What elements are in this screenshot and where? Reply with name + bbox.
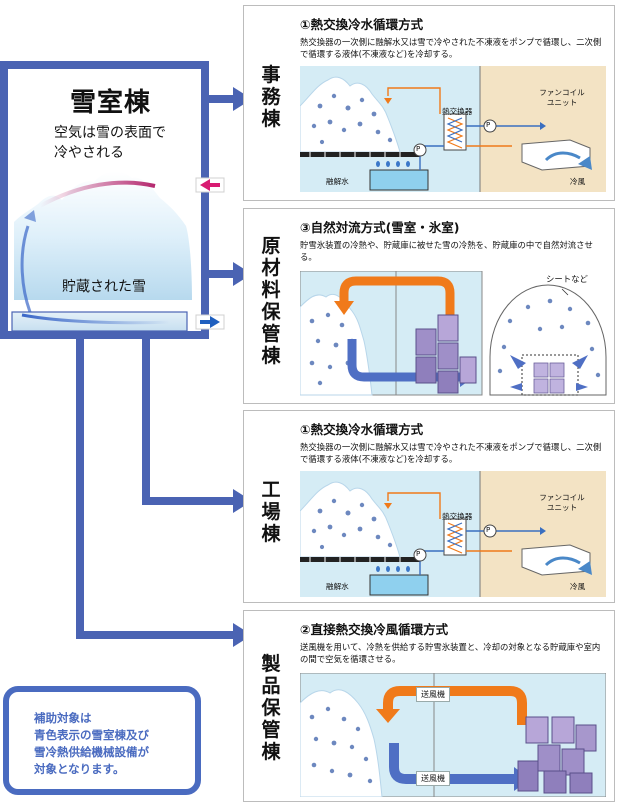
- blower-label-bottom: 送風機: [416, 771, 450, 786]
- exchanger-label: 熱交換器: [442, 107, 473, 116]
- side-char: 製: [261, 653, 281, 675]
- note-line-4: 対象となります。: [34, 762, 125, 776]
- panel-description: 貯雪氷装置の冷熱や、貯蔵庫に被せた雪の冷熱を、貯蔵庫の中で自然対流させる。: [300, 240, 593, 262]
- side-char: 保: [261, 301, 281, 323]
- blower-label-top: 送風機: [416, 687, 450, 702]
- fancoil-line-1: ファンコイル: [539, 88, 585, 97]
- pump-label: P: [486, 526, 491, 534]
- side-char: 原: [261, 235, 281, 257]
- natural-convection-illustration: シートなど: [299, 270, 610, 399]
- cold-air-label: 冷風: [570, 582, 586, 591]
- natural-convection-svg: [299, 270, 607, 396]
- side-char: 場: [261, 501, 281, 523]
- note-line-2: 青色表示の雪室棟及び: [34, 728, 149, 742]
- panel-description: 熱交換器の一次側に融解水又は雪で冷やされた不凍液をポンプで循環し、二次側で循環す…: [300, 37, 602, 59]
- heat-exchange-illustration: 熱交換器 ファンコイル ユニット P P 融解水 冷風: [299, 471, 606, 597]
- side-char: 品: [261, 675, 281, 697]
- side-char: 事: [261, 64, 281, 86]
- panel-side-label: 事 務 棟: [260, 64, 282, 130]
- panel-product-storage: 製 品 保 管 棟 ②直接熱交換冷風循環方式 送風機を用いて、冷熱を供給する貯雪…: [243, 610, 615, 802]
- side-char: 棟: [261, 108, 281, 130]
- cold-air-label: 冷風: [570, 177, 586, 186]
- side-char: 材: [261, 257, 281, 279]
- fancoil-line-2: ユニット: [546, 503, 578, 512]
- side-char: 管: [261, 719, 281, 741]
- fancoil-label: ファンコイル ユニット: [532, 88, 592, 108]
- side-char: 棟: [261, 523, 281, 545]
- note-line-3: 雪冷熱供給機械設備が: [34, 745, 149, 759]
- note-line-1: 補助対象は: [34, 711, 92, 725]
- distribution-pipes: [76, 87, 252, 647]
- panel-title: ③自然対流方式(雪室・氷室): [300, 220, 460, 235]
- fancoil-line-2: ユニット: [546, 98, 578, 107]
- fancoil-line-1: ファンコイル: [539, 493, 585, 502]
- direct-air-svg: [299, 672, 607, 798]
- stored-snow-label: 貯蔵された雪: [62, 279, 146, 295]
- yukimuro-desc-1: 空気は雪の表面で: [54, 125, 166, 141]
- yukimuro-desc-2: 冷やされる: [54, 145, 124, 161]
- panel-side-label: 製 品 保 管 棟: [260, 653, 282, 763]
- side-char: 工: [261, 479, 281, 501]
- panel-factory: 工 場 棟 ①熱交換冷水循環方式 熱交換器の一次側に融解水又は雪で冷やされた不凍…: [243, 410, 615, 603]
- fancoil-label: ファンコイル ユニット: [532, 493, 592, 513]
- note-box: [3, 686, 201, 795]
- melt-water-label: 融解水: [326, 582, 349, 591]
- pump-label: P: [486, 121, 491, 129]
- panel-side-label: 原 材 料 保 管 棟: [260, 235, 282, 367]
- panel-side-label: 工 場 棟: [260, 479, 282, 545]
- panel-title: ②直接熱交換冷風循環方式: [300, 622, 449, 637]
- panel-description: 送風機を用いて、冷熱を供給する貯雪氷装置と、冷却の対象となる貯蔵庫や室内の間で空…: [300, 642, 601, 664]
- side-char: 務: [261, 86, 281, 108]
- note-text: 補助対象は 青色表示の雪室棟及び 雪冷熱供給機械設備が 対象となります。: [34, 710, 149, 778]
- panel-title: ①熱交換冷水循環方式: [300, 17, 424, 32]
- side-char: 棟: [261, 741, 281, 763]
- pump-label: P: [416, 550, 421, 558]
- heat-exchange-svg: [299, 471, 606, 597]
- heat-exchange-svg: [299, 66, 606, 192]
- melt-water-label: 融解水: [326, 177, 349, 186]
- panel-description: 熱交換器の一次側に融解水又は雪で冷やされた不凍液をポンプで循環し、二次側で循環す…: [300, 442, 602, 464]
- heat-exchange-illustration: 熱交換器 ファンコイル ユニット P P 融解水 冷風: [299, 66, 606, 192]
- side-char: 管: [261, 323, 281, 345]
- yukimuro-building: [0, 61, 225, 339]
- panel-office: 事 務 棟 ①熱交換冷水循環方式 熱交換器の一次側に融解水又は雪で冷やされた不凍…: [243, 5, 615, 201]
- exchanger-label: 熱交換器: [442, 512, 473, 521]
- sheet-label: シートなど: [546, 274, 588, 284]
- pump-label: P: [416, 145, 421, 153]
- side-char: 料: [261, 279, 281, 301]
- yukimuro-title: 雪室棟: [70, 88, 152, 118]
- panel-title: ①熱交換冷水循環方式: [300, 422, 424, 437]
- panel-raw-material: 原 材 料 保 管 棟 ③自然対流方式(雪室・氷室) 貯雪氷装置の冷熱や、貯蔵庫…: [243, 208, 615, 404]
- side-char: 保: [261, 697, 281, 719]
- side-char: 棟: [261, 345, 281, 367]
- direct-air-illustration: 送風機 送風機: [299, 672, 607, 798]
